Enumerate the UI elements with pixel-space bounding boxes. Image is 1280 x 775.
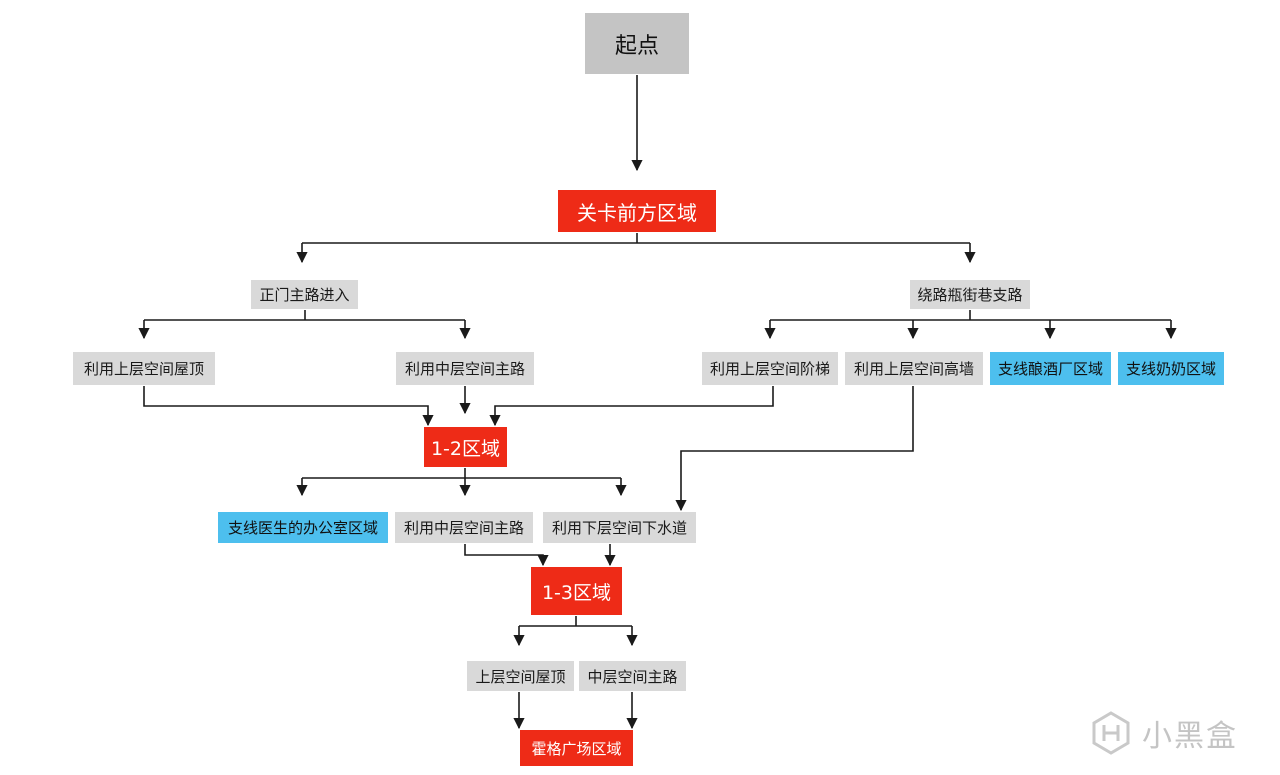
node-main-entry: 正门主路进入 (251, 280, 358, 309)
node-zone-1-3: 1-3区域 (531, 567, 622, 615)
node-upper-stairs: 利用上层空间阶梯 (702, 352, 838, 385)
xiaoheihe-logo-icon (1092, 711, 1130, 755)
node-upper-roof: 利用上层空间屋顶 (73, 352, 215, 385)
node-upper-high-wall: 利用上层空间高墙 (845, 352, 983, 385)
connector-19 (675, 386, 914, 512)
connector-25 (464, 544, 549, 567)
watermark: 小黑盒 (1088, 706, 1238, 760)
node-side-doctor-office: 支线医生的办公室区域 (218, 512, 388, 543)
node-side-grandma: 支线奶奶区域 (1118, 352, 1224, 385)
node-middle-main-road-1: 利用中层空间主路 (396, 352, 534, 385)
node-alley-branch: 绕路瓶街巷支路 (910, 280, 1030, 309)
node-lower-sewer: 利用下层空间下水道 (543, 512, 696, 543)
node-upper-roof-2: 上层空间屋顶 (467, 661, 574, 691)
connector-18 (489, 386, 774, 427)
node-start: 起点 (585, 13, 689, 74)
node-middle-main-road-3: 中层空间主路 (579, 661, 686, 691)
node-hogg-square: 霍格广场区域 (520, 730, 633, 766)
connector-16 (143, 386, 434, 427)
node-zone-1-2: 1-2区域 (424, 427, 507, 467)
watermark-text: 小黑盒 (1142, 719, 1238, 754)
node-front-area: 关卡前方区域 (558, 190, 716, 232)
node-side-brewery: 支线酿酒厂区域 (990, 352, 1111, 385)
node-middle-main-road-2: 利用中层空间主路 (395, 512, 533, 543)
